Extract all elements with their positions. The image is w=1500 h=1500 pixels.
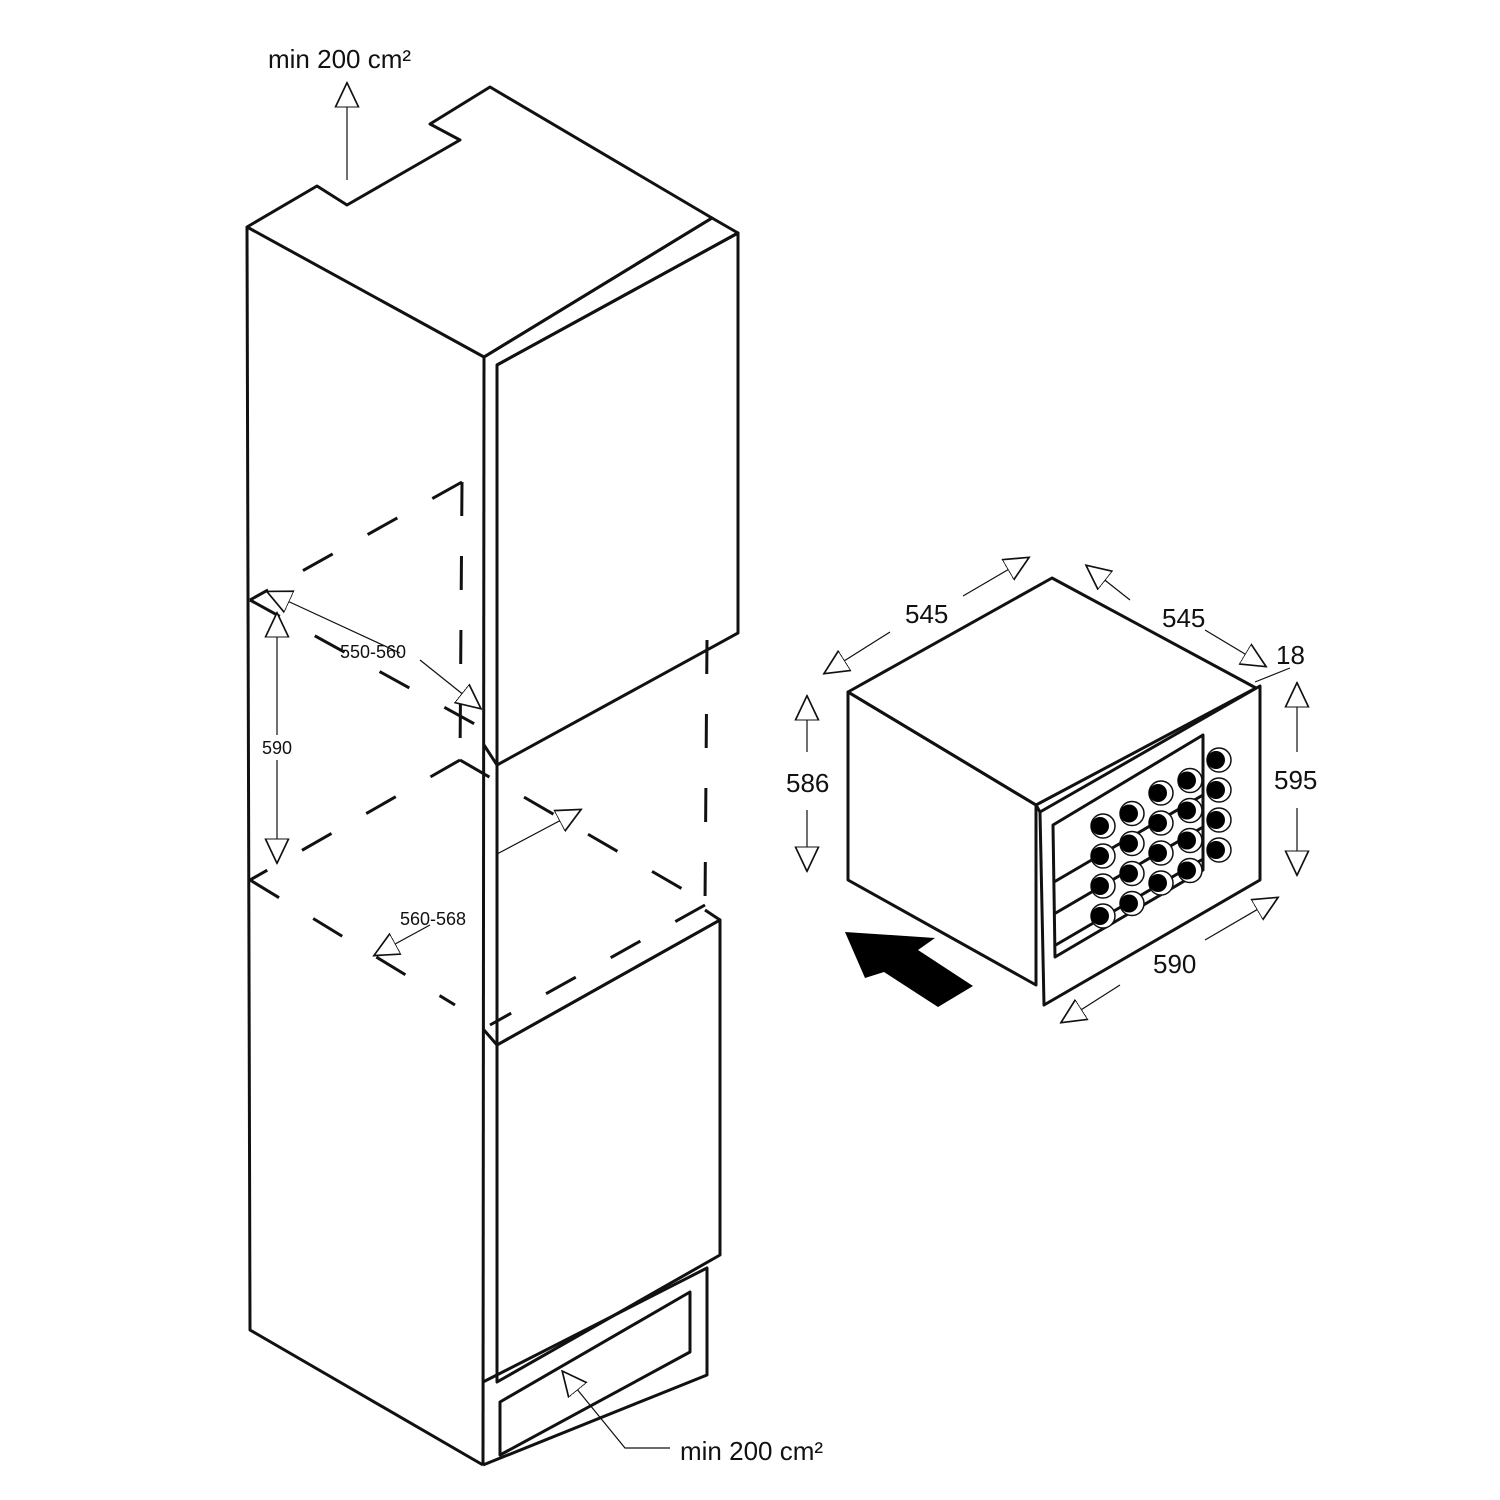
bottle [1149,874,1167,892]
vent-bottom-arrow [563,1372,670,1449]
niche-depth-arrow [268,592,401,654]
bottle [1149,814,1167,832]
cabinet-side-left [245,226,484,1467]
tall-cabinet [245,85,740,1467]
bottle [1178,771,1196,790]
bottle [1120,804,1138,823]
bottle [1091,847,1109,865]
appliance-side [846,690,1038,987]
bottle [1091,877,1109,895]
niche-depth-label: 550-560 [340,642,406,662]
bottle [1207,781,1225,799]
frame-thickness-label: 18 [1276,640,1305,670]
appliance-depth-right-label: 545 [1162,603,1205,633]
wine-cooler [845,576,1262,1007]
niche-width-arrow [496,810,580,855]
upper-door-panel [495,231,740,767]
bottle [1120,834,1138,853]
wine-bottles [1053,747,1232,948]
appliance-height-label: 586 [786,768,829,798]
cabinet-front-edge [481,356,486,1466]
vent-top-label: min 200 cm² [268,44,411,74]
lower-door-panel [495,918,722,1384]
vent-bottom-label: min 200 cm² [680,1436,823,1466]
bottle [1207,811,1225,829]
bottle [1178,801,1196,820]
frame-height-label: 595 [1274,765,1317,795]
bottle [1091,907,1109,925]
bottle [1178,861,1196,880]
cabinet-top-front-edge [483,216,740,367]
niche-height-label: 590 [262,738,292,758]
bottle [1178,831,1196,850]
bottle [1149,784,1167,802]
insert-direction-arrow [845,932,973,1007]
bottle [1120,894,1138,913]
niche-width-label: 560-568 [400,909,466,929]
appliance-depth-label: 545 [905,599,948,629]
bottle [1149,844,1167,862]
appliance-front-frame [1038,684,1262,1007]
bottle [1207,841,1225,859]
bottle [1207,751,1225,769]
bottle [1120,864,1138,883]
plinth-vent [482,1266,709,1467]
frame-width-label: 590 [1153,949,1196,979]
bottle [1091,817,1109,835]
cabinet-top [245,85,714,359]
appliance-niche [249,480,711,1027]
appliance-depth-arrow [825,631,891,673]
